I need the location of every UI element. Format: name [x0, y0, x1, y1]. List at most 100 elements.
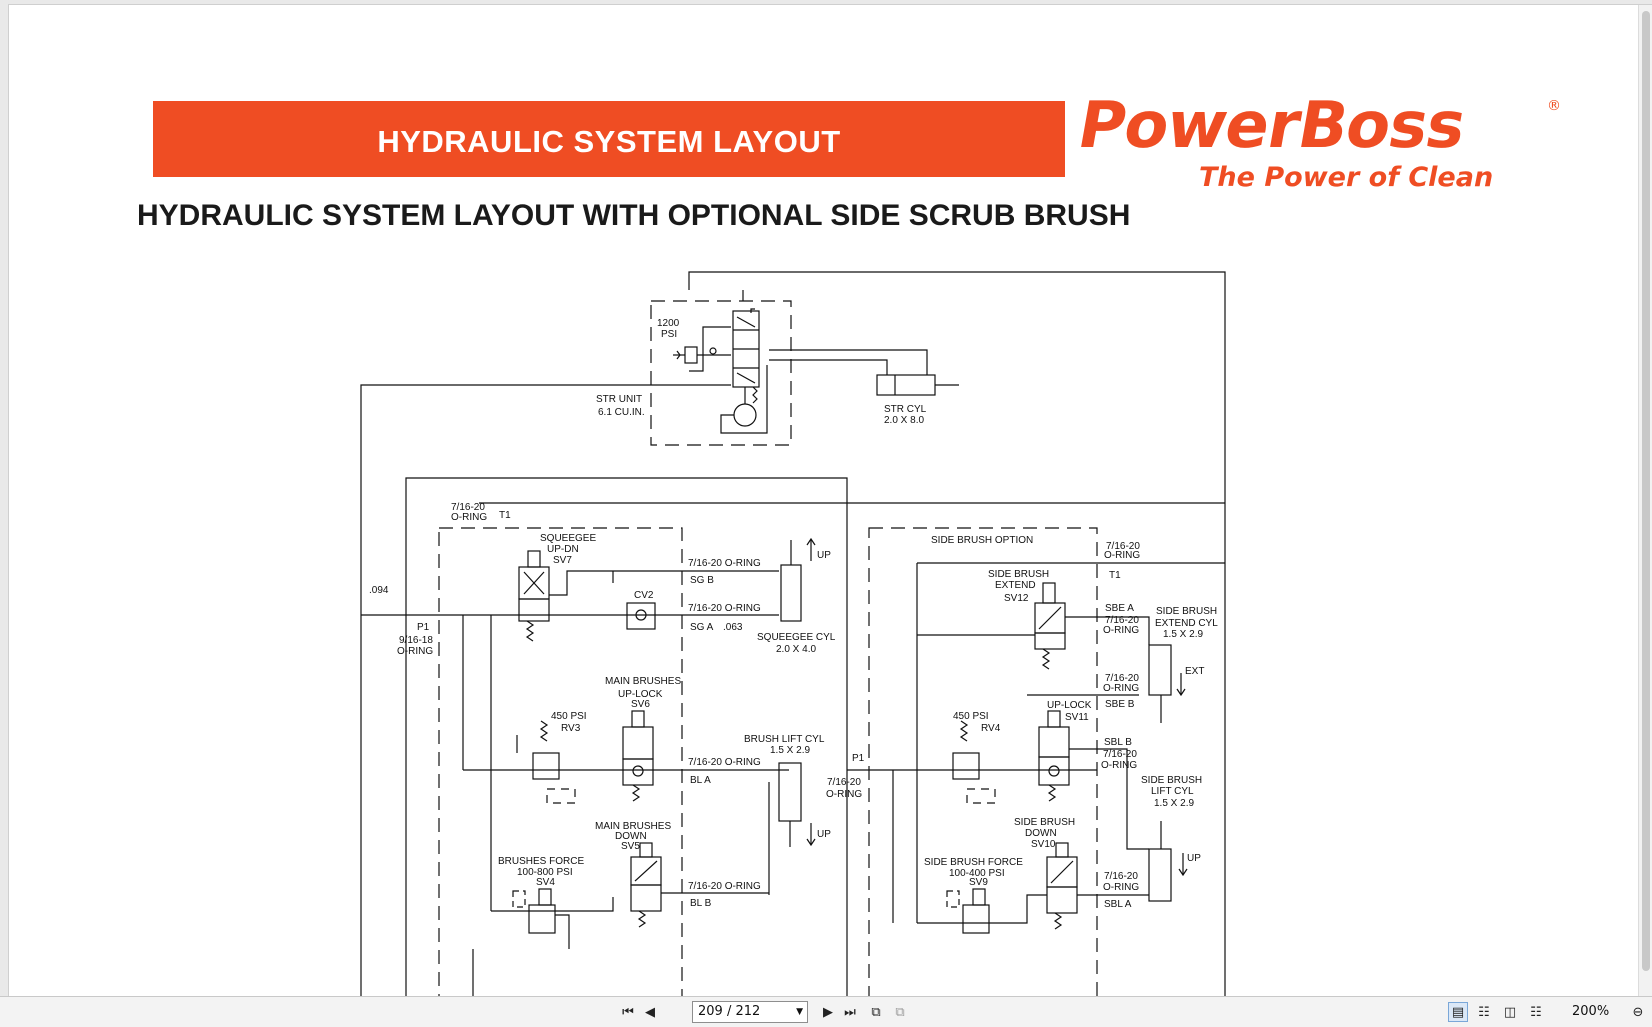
rb-down-label-1: SIDE BRUSH [1014, 817, 1075, 828]
sv7-label: SV7 [553, 555, 572, 566]
cv2-label: CV2 [634, 590, 654, 601]
force-label-2: 100-800 PSI [517, 867, 573, 878]
brush-up-label: UP [817, 829, 831, 840]
sbe-b-fitting-1: 7/16-20 [1105, 673, 1139, 684]
squeegee-label-1: SQUEEGEE [540, 533, 596, 544]
document-page: HYDRAULIC SYSTEM LAYOUT PowerBoss ® The … [8, 4, 1652, 996]
viewer-toolbar: ⏮ ◀ 209 / 212 ▼ ▶ ⏭ ⧉ ⧉ ▤ ☷ ◫ ☷ 200% ⊖ [0, 996, 1652, 1027]
sv9-label: SV9 [969, 877, 988, 888]
orifice-094: .094 [369, 585, 389, 596]
sg-b-fitting: 7/16-20 O-RING [688, 558, 761, 569]
sbl-b-fitting-1: 7/16-20 [1103, 749, 1137, 760]
extend-label-1: SIDE BRUSH [988, 569, 1049, 580]
continuous-view-icon[interactable]: ☷ [1478, 1004, 1490, 1020]
relief-psi: 1200 [657, 318, 680, 329]
title-banner: HYDRAULIC SYSTEM LAYOUT [153, 101, 1065, 177]
str-unit-label: STR UNIT [596, 394, 642, 405]
sbe-a-fitting-1: 7/16-20 [1105, 615, 1139, 626]
lift-cyl-label-1: SIDE BRUSH [1141, 775, 1202, 786]
squeegee-cyl-size: 2.0 X 4.0 [776, 644, 816, 655]
zoom-out-icon[interactable]: ⊖ [1632, 1004, 1644, 1020]
zoom-level[interactable]: 200% [1572, 1004, 1610, 1019]
lift-cyl-label-2: LIFT CYL [1151, 786, 1194, 797]
sg-a-label: SG A [690, 622, 714, 633]
scrollbar-thumb[interactable] [1642, 11, 1650, 971]
copy-icon[interactable]: ⧉ [895, 1004, 905, 1020]
rb-up-label: UP [1187, 853, 1201, 864]
rv3-psi: 450 PSI [551, 711, 587, 722]
sbe-b-fitting-2: O-RING [1103, 683, 1139, 694]
sbe-a-label: SBE A [1105, 603, 1134, 614]
sbe-b-label: SBE B [1105, 699, 1135, 710]
sbl-a-fitting-1: 7/16-20 [1104, 871, 1138, 882]
sv11-label: SV11 [1065, 712, 1089, 723]
page-number-input[interactable]: 209 / 212 ▼ [692, 1001, 808, 1023]
bl-b-fitting: 7/16-20 O-RING [688, 881, 761, 892]
t1-fitting-1: 7/16-20 [451, 502, 485, 513]
extend-label-2: EXTEND [995, 580, 1036, 591]
ext-cyl-label-1: SIDE BRUSH [1156, 606, 1217, 617]
rb-uplock-label: UP-LOCK [1047, 700, 1092, 711]
rb-p1-fitting-1: 7/16-20 [827, 777, 861, 788]
t1-fitting-2: O-RING [451, 512, 487, 523]
sbl-a-label: SBL A [1104, 899, 1132, 910]
chevron-down-icon[interactable]: ▼ [796, 1007, 803, 1017]
logo-tagline: The Power of Clean [1199, 162, 1494, 193]
squeegee-up-label: UP [817, 550, 831, 561]
t1-label: T1 [499, 510, 511, 521]
main-uplock-2: UP-LOCK [618, 689, 663, 700]
next-page-icon[interactable]: ▶ [823, 1004, 833, 1020]
two-page-view-icon[interactable]: ◫ [1503, 1004, 1517, 1020]
ext-label: EXT [1185, 666, 1204, 677]
brush-lift-cyl-label: BRUSH LIFT CYL [744, 734, 825, 745]
str-cyl-label: STR CYL [884, 404, 927, 415]
rb-p1-fitting-2: O-RING [826, 789, 862, 800]
sv6-label: SV6 [631, 699, 650, 710]
bl-a-fitting: 7/16-20 O-RING [688, 757, 761, 768]
sv10-label: SV10 [1031, 839, 1056, 850]
squeegee-label-2: UP-DN [547, 544, 579, 555]
vertical-scrollbar[interactable] [1638, 5, 1652, 996]
lift-cyl-size: 1.5 X 2.9 [1154, 798, 1194, 809]
registered-mark: ® [1547, 98, 1561, 114]
brush-lift-cyl-size: 1.5 X 2.9 [770, 745, 810, 756]
side-brush-block-box [868, 527, 1098, 996]
rv3-label: RV3 [561, 723, 581, 734]
single-page-view-icon[interactable]: ▤ [1448, 1002, 1468, 1022]
sg-b-label: SG B [690, 575, 714, 586]
sbl-b-label: SBL B [1104, 737, 1132, 748]
rb-top-fitting-1: 7/16-20 [1106, 541, 1140, 552]
last-page-icon[interactable]: ⏭ [844, 1004, 856, 1020]
sv4-label: SV4 [536, 877, 555, 888]
steering-cylinder [876, 374, 936, 396]
sg-a-orifice: .063 [723, 622, 743, 633]
rb-force-label-2: 100-400 PSI [949, 868, 1005, 879]
p1-fitting-2: O-RING [397, 646, 433, 657]
page-subtitle: HYDRAULIC SYSTEM LAYOUT WITH OPTIONAL SI… [137, 199, 1131, 232]
ext-cyl-label-2: EXTEND CYL [1155, 618, 1218, 629]
prev-page-icon[interactable]: ◀ [645, 1004, 655, 1020]
main-down-1: MAIN BRUSHES [595, 821, 671, 832]
steering-unit-box [650, 300, 792, 446]
bl-b-label: BL B [690, 898, 712, 909]
side-brush-option-title: SIDE BRUSH OPTION [931, 535, 1033, 546]
rv4-label: RV4 [981, 723, 1001, 734]
hydraulic-schematic: 1200 PSI STR UNIT 6.1 CU.IN. STR CYL 2.0… [360, 271, 1226, 996]
sbl-b-fitting-2: O-RING [1101, 760, 1137, 771]
force-label-1: BRUSHES FORCE [498, 856, 584, 867]
first-page-icon[interactable]: ⏮ [622, 1004, 634, 1020]
p1-label: P1 [417, 622, 430, 633]
str-cyl-size: 2.0 X 8.0 [884, 415, 924, 426]
sbe-a-fitting-2: O-RING [1103, 625, 1139, 636]
rotate-icon[interactable]: ⧉ [871, 1004, 881, 1020]
sg-a-fitting: 7/16-20 O-RING [688, 603, 761, 614]
ext-cyl-size: 1.5 X 2.9 [1163, 629, 1203, 640]
rb-p1-label: P1 [852, 753, 865, 764]
sv5-label: SV5 [621, 841, 640, 852]
p1-fitting-1: 9/16-18 [399, 635, 433, 646]
str-unit-disp: 6.1 CU.IN. [598, 407, 645, 418]
bl-a-label: BL A [690, 775, 711, 786]
main-down-2: DOWN [615, 831, 647, 842]
two-page-continuous-view-icon[interactable]: ☷ [1530, 1004, 1542, 1020]
banner-title: HYDRAULIC SYSTEM LAYOUT [377, 124, 841, 159]
